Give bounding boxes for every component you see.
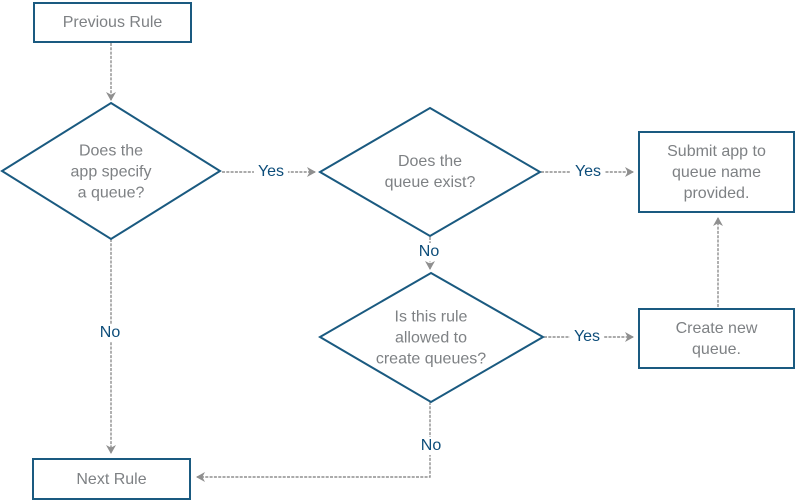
edge-label-yes-rule-allowed: Yes	[569, 328, 605, 346]
node-previous-rule: Previous Rule	[33, 2, 192, 43]
decision-app-specifies-queue-shape	[0, 101, 222, 241]
edge-label-yes-queue-exists: Yes	[570, 163, 606, 181]
edge-label-no-rule-allowed: No	[416, 437, 446, 455]
node-create-queue: Create new queue.	[638, 308, 795, 369]
node-rule-allowed-label: Is this rule allowed to create queues?	[375, 308, 487, 368]
node-app-specifies-queue-label: Does the app specify a queue?	[70, 142, 152, 202]
edge-rule-allowed-to-next-rule	[196, 402, 431, 482]
edge-label-no-queue-exists: No	[414, 243, 444, 261]
node-queue-exists-label: Does the queue exist?	[384, 153, 476, 191]
decision-queue-exists-shape	[318, 106, 542, 238]
node-next-rule: Next Rule	[32, 458, 191, 500]
edge-label-no-app-specifies: No	[95, 324, 125, 342]
decision-diamonds	[0, 101, 546, 404]
decision-rule-allowed-shape	[318, 271, 546, 404]
node-submit-app: Submit app to queue name provided.	[638, 131, 795, 213]
edge-label-yes-app-specifies: Yes	[253, 163, 289, 181]
